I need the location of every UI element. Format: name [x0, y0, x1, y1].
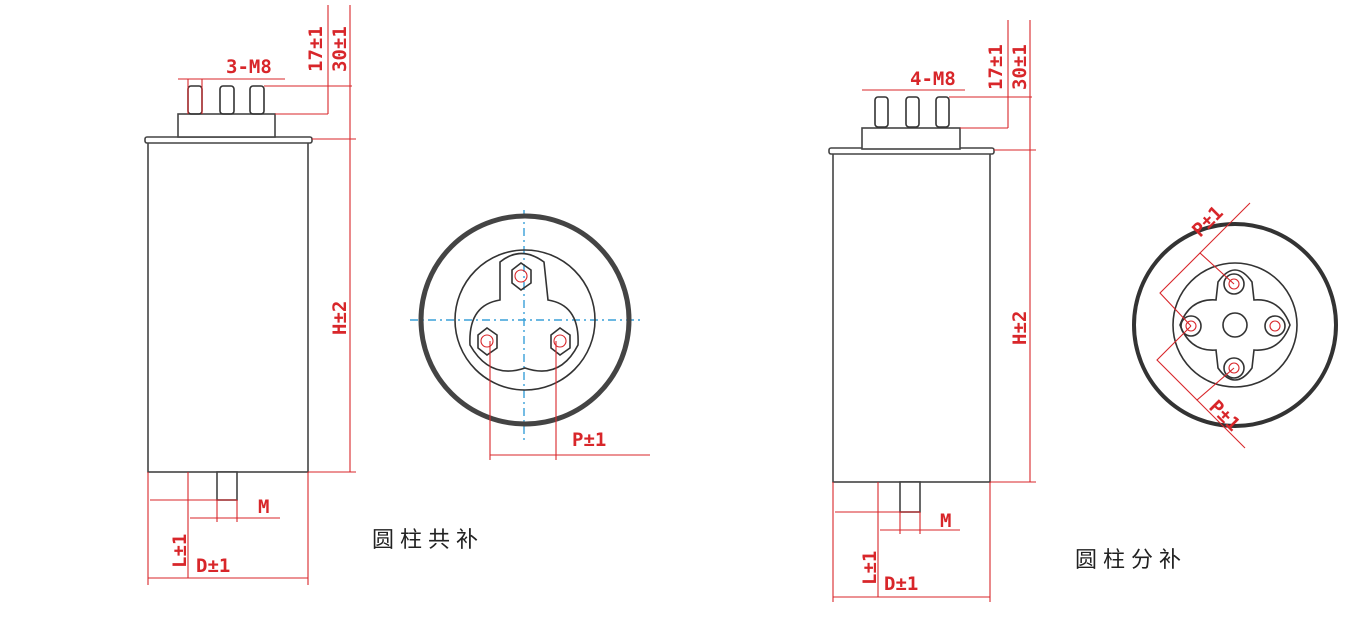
right-p-label-bottom: P±1: [1204, 396, 1244, 436]
right-p-label-top: P±1: [1188, 202, 1228, 242]
left-studs: [187, 85, 265, 115]
left-l-label: L±1: [169, 534, 191, 568]
left-top-rim: [144, 136, 313, 144]
left-m-label: M: [258, 496, 269, 518]
left-p-label: P±1: [572, 429, 606, 451]
right-studs: [874, 96, 950, 128]
right-thread-label: 4-M8: [910, 68, 956, 90]
left-body: [147, 141, 309, 473]
right-p-dimensions: [1156, 202, 1251, 449]
right-30-label: 30±1: [1009, 44, 1031, 90]
right-body: [832, 151, 991, 483]
left-side-view: 3-M8 17±1 30±1 H±2 L±1 D±1 M: [144, 5, 356, 585]
left-caption: 圆柱共补: [372, 528, 485, 553]
right-l-label: L±1: [859, 551, 881, 585]
left-thread-label: 3-M8: [226, 56, 272, 78]
right-m-label: M: [940, 510, 951, 532]
right-caption: 圆柱分补: [1075, 548, 1188, 573]
right-terminal-block: [861, 127, 961, 150]
right-terminals: [1180, 273, 1286, 379]
left-dimensions: [147, 5, 356, 585]
left-height-label: H±2: [329, 301, 351, 335]
right-height-label: H±2: [1009, 311, 1031, 345]
right-top-view: P±1 P±1: [1132, 202, 1338, 449]
left-bottom-stud: [216, 471, 238, 501]
right-d-label: D±1: [884, 573, 918, 595]
left-top-view: P±1: [410, 210, 650, 460]
right-bottom-stud: [899, 481, 921, 513]
left-30-label: 30±1: [329, 26, 351, 72]
left-d-label: D±1: [196, 555, 230, 577]
right-17-label: 17±1: [985, 44, 1007, 90]
left-nuts: [477, 262, 571, 356]
right-side-view: 4-M8 17±1 30±1 H±2 L±1 D±1 M: [828, 20, 1036, 602]
right-dimensions: [832, 20, 1036, 602]
left-terminal-block: [177, 113, 276, 138]
left-17-label: 17±1: [305, 26, 327, 72]
